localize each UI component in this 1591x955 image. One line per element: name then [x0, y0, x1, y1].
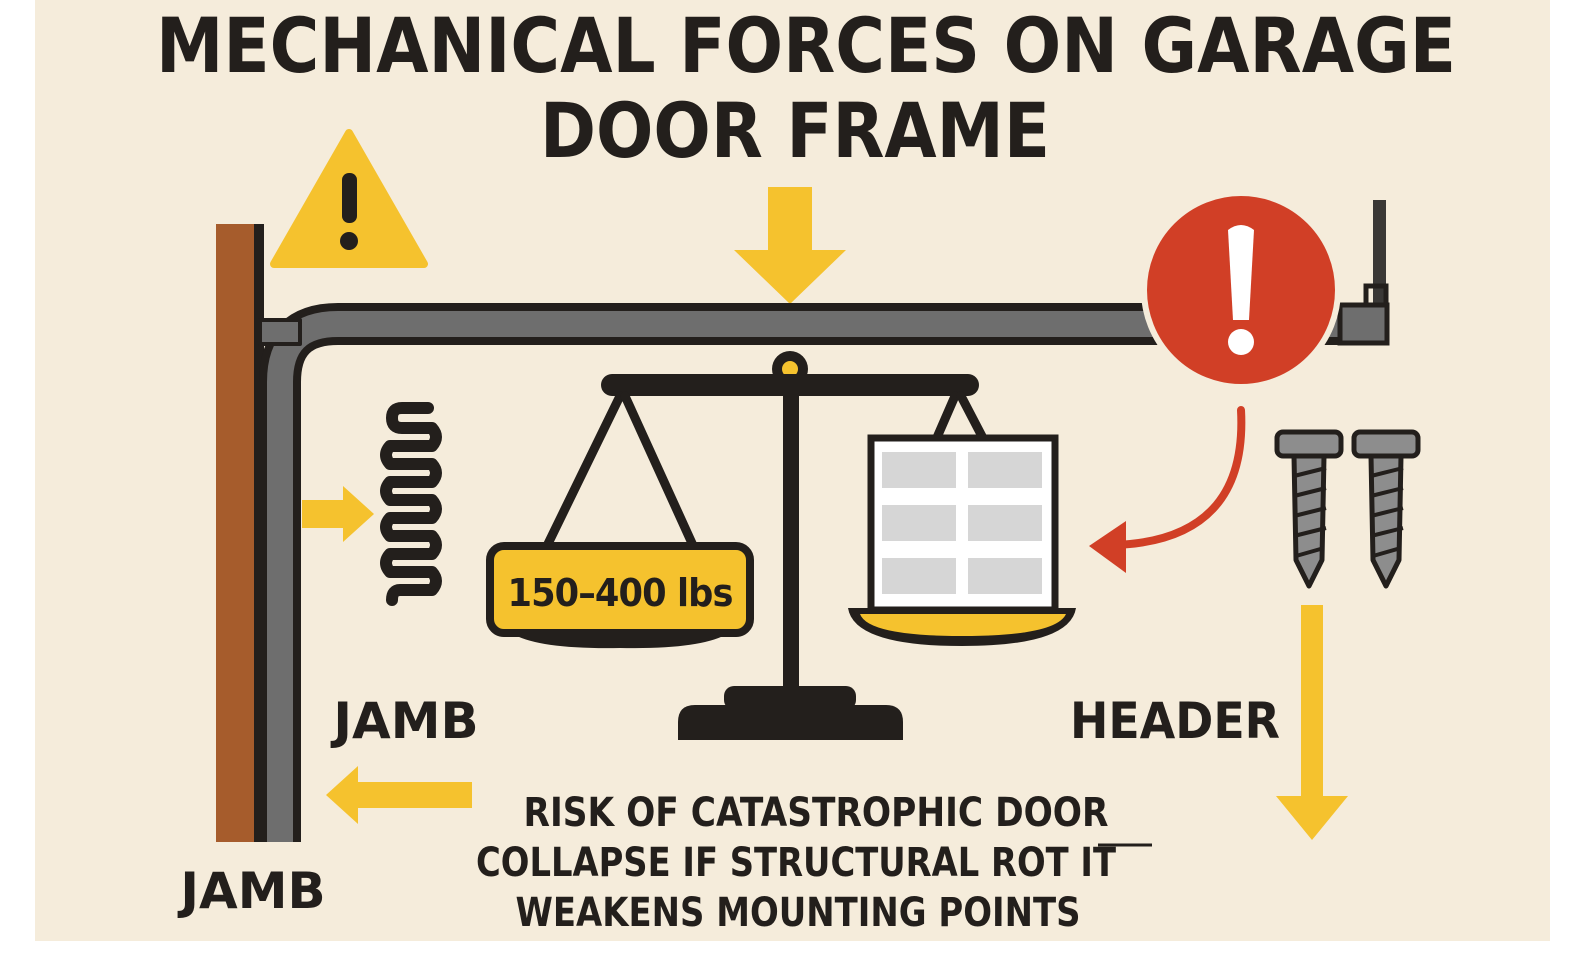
- warning-line-2: COLLAPSE IF STRUCTURAL ROT IT: [476, 840, 1117, 886]
- garage-door-panel-icon: [867, 434, 1059, 614]
- jamb-label-lower: JAMB: [177, 862, 325, 920]
- red-curved-arrow-icon: [1089, 406, 1246, 573]
- warning-line-3: WEAKENS MOUNTING POINTS: [516, 890, 1081, 936]
- header-bracket: [1337, 200, 1390, 346]
- exclamation-circle-icon: [1141, 190, 1341, 390]
- title-line-2: DOOR FRAME: [540, 86, 1050, 175]
- torsion-spring-icon: [380, 402, 442, 606]
- balance-scale-icon: [486, 351, 1076, 740]
- down-force-arrow-icon: [734, 187, 846, 304]
- door-track: [258, 303, 1385, 842]
- wood-jamb: [216, 224, 254, 842]
- right-force-arrow-icon: [302, 486, 374, 542]
- header-label: HEADER: [1070, 692, 1280, 750]
- title-line-1: MECHANICAL FORCES ON GARAGE: [156, 1, 1456, 90]
- warning-line-1: RISK OF CATASTROPHIC DOOR: [524, 790, 1109, 836]
- weight-label: 150–400 lbs: [508, 571, 733, 615]
- jamb-label-upper: JAMB: [330, 692, 478, 750]
- warning-triangle-icon: [270, 129, 428, 268]
- lag-screw-icon: [1274, 429, 1421, 589]
- left-force-arrow-icon: [326, 766, 472, 824]
- header-down-arrow-icon: [1276, 605, 1348, 840]
